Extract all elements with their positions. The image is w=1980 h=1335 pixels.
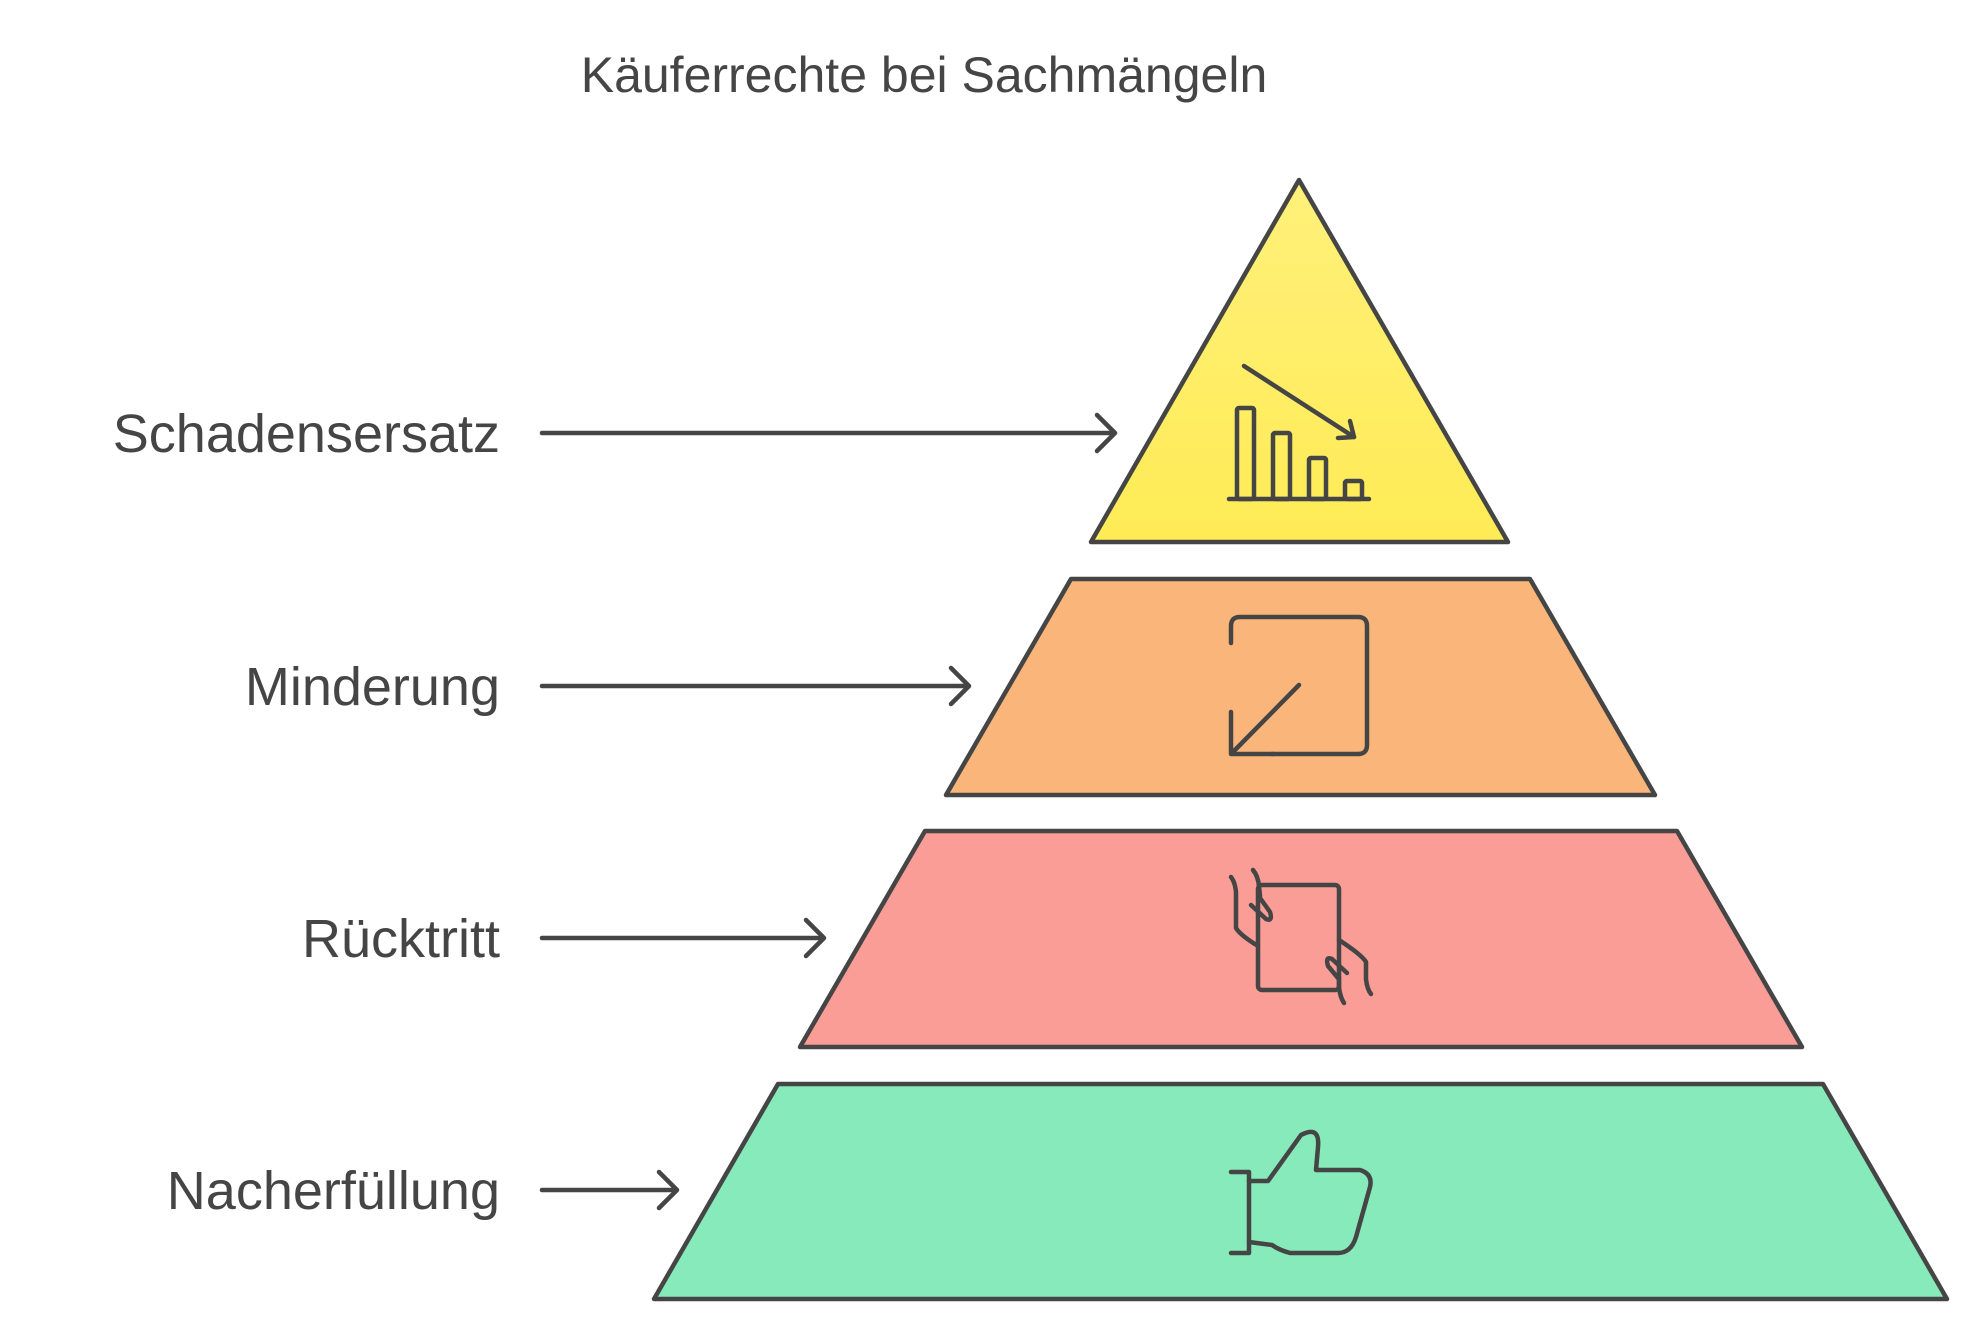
level-label-nacherfuellung: Nacherfüllung <box>167 1161 500 1221</box>
arrow-ruecktritt <box>539 917 827 959</box>
pyramid-tier-ruecktritt <box>797 828 1805 1050</box>
pyramid-tier-minderung <box>943 576 1658 798</box>
level-label-minderung: Minderung <box>245 657 500 717</box>
level-label-schadensersatz: Schadensersatz <box>113 404 500 464</box>
diagram-title: Käuferrechte bei Sachmängeln <box>581 47 1268 103</box>
arrow-nacherfuellung <box>539 1169 680 1211</box>
arrow-schadensersatz <box>539 412 1118 454</box>
arrow-minderung <box>539 665 972 707</box>
pyramid-tier-nacherfuellung <box>651 1081 1950 1302</box>
declining-bar-chart-icon <box>1226 363 1372 502</box>
thumbs-up-icon <box>1228 1129 1373 1256</box>
level-label-ruecktritt: Rücktritt <box>302 909 500 969</box>
pyramid-tier-schadensersatz <box>1088 177 1511 545</box>
shrink-arrow-icon <box>1228 614 1370 757</box>
hands-returning-document-icon <box>1228 867 1374 1006</box>
